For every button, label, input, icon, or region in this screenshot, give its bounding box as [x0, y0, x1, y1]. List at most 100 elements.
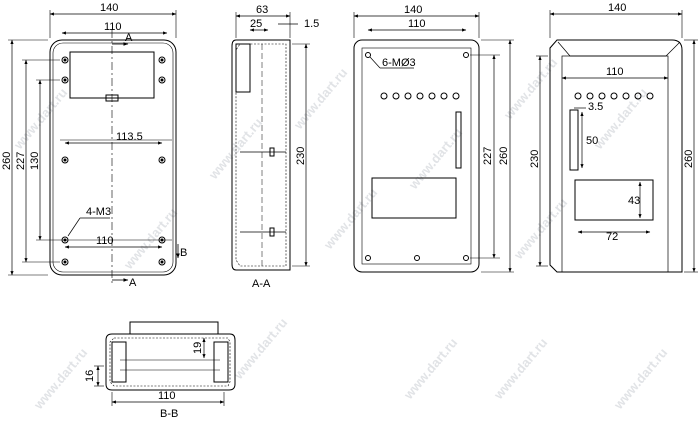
watermark-text: www.dart.ru [400, 335, 460, 403]
dim-label-260: 260 [683, 150, 695, 168]
dim-label-3-5: 3.5 [588, 101, 603, 113]
rear-view [353, 12, 514, 273]
led-icon [622, 92, 630, 100]
dim-label-110: 110 [158, 390, 176, 402]
screw-hole-icon [61, 156, 69, 164]
dim-label-43: 43 [628, 195, 640, 207]
side-outer-profile [231, 39, 291, 271]
dim-label-19: 19 [192, 342, 204, 354]
led-icon [610, 92, 618, 100]
led-icon [380, 92, 388, 100]
screw-hole-icon [61, 258, 69, 266]
led-icon [646, 92, 654, 100]
section-label-a-a: A-A [252, 278, 271, 290]
dim-label-63: 63 [256, 4, 268, 16]
screw-hole-icon [158, 156, 166, 164]
rear-view-labels: 140 110 6-MØ3 227 260 [382, 4, 510, 165]
led-icon [440, 92, 448, 100]
front-view-labels: 140 110 113.5 110 4-M3 A A B 260 227 130 [1, 2, 187, 289]
front-inner-rim [52, 42, 174, 273]
dim-label-50: 50 [586, 135, 598, 147]
screw-hole-icon [61, 236, 69, 244]
right-display-window [574, 179, 654, 221]
watermark-text: www.dart.ru [500, 55, 560, 123]
dim-label-16: 16 [84, 370, 96, 382]
dim-label-227: 227 [482, 147, 494, 165]
watermark-text: www.dart.ru [490, 335, 550, 403]
dim-label-260: 260 [1, 152, 13, 170]
watermark-text: www.dart.ru [120, 205, 180, 273]
led-icon [598, 92, 606, 100]
section-label-b-b: B-B [160, 408, 178, 420]
led-icon [404, 92, 412, 100]
rear-outer-body [353, 39, 480, 273]
bottom-section-view [94, 321, 236, 406]
watermark-text: www.dart.ru [610, 345, 670, 413]
dim-label-110: 110 [606, 66, 624, 78]
screw-hole-icon [61, 76, 69, 84]
dim-label-260: 260 [498, 147, 510, 165]
right-front-panel [561, 55, 669, 273]
led-icon [586, 92, 594, 100]
leader-4-m3 [67, 217, 81, 237]
hole-callout: 6-MØ3 [382, 57, 416, 69]
dim-label-110-bottom: 110 [96, 235, 114, 247]
led-row [574, 92, 654, 100]
led-icon [574, 92, 582, 100]
led-icon [416, 92, 424, 100]
dim-label-227: 227 [15, 152, 27, 170]
dim-label-140: 140 [404, 4, 422, 16]
bottom-section-labels: 110 16 19 B-B [84, 342, 204, 420]
side-view-labels: 63 25 1.5 230 A-A [250, 4, 319, 290]
watermark-text: www.dart.ru [320, 185, 380, 253]
screw-hole-icon [463, 52, 469, 58]
dim-label-25: 25 [250, 18, 262, 30]
leader-6-m3 [369, 56, 381, 69]
side-section-view [231, 12, 310, 271]
screw-hole-icon [365, 52, 371, 58]
bottom-right-rib [213, 341, 229, 383]
dim-label-1-5: 1.5 [304, 18, 319, 30]
led-icon [634, 92, 642, 100]
dim-label-230: 230 [529, 150, 541, 168]
front-outer-body [49, 39, 177, 276]
watermark-text: www.dart.ru [205, 115, 265, 183]
bottom-inner-profile [109, 337, 231, 387]
watermark-text: www.dart.ru [30, 345, 90, 413]
right-slot [569, 109, 579, 171]
right-view [536, 10, 698, 273]
dim-label-140: 140 [608, 2, 626, 14]
led-icon [428, 92, 436, 100]
bottom-outer-profile [105, 333, 236, 391]
led-row [380, 92, 460, 100]
rear-display-window [371, 177, 457, 219]
dim-label-110: 110 [408, 18, 426, 30]
screw-hole-icon [158, 56, 166, 64]
bottom-left-rib [111, 341, 127, 383]
watermark-layer: www.dart.ru www.dart.ru www.dart.ru www.… [10, 55, 670, 413]
front-holes [61, 56, 166, 266]
dim-label-230: 230 [295, 147, 307, 165]
dim-label-140: 140 [100, 2, 118, 14]
bottom-top-step [129, 321, 219, 335]
screw-callout: 4-M3 [86, 206, 111, 218]
watermark-text: www.dart.ru [290, 65, 350, 133]
led-icon [392, 92, 400, 100]
screw-hole-icon [365, 255, 371, 261]
right-outer-body [549, 39, 683, 273]
dim-label-113-5: 113.5 [116, 131, 143, 143]
led-icon [452, 92, 460, 100]
screw-hole-icon [61, 56, 69, 64]
side-inner-profile [235, 43, 287, 267]
front-view [8, 10, 180, 285]
dim-label-72: 72 [606, 231, 618, 243]
screw-hole-icon [158, 258, 166, 266]
screw-hole-icon [414, 255, 420, 261]
right-top-bevel [557, 41, 681, 57]
section-marker-b: B [180, 247, 187, 259]
screw-hole-icon [158, 76, 166, 84]
screw-hole-icon [463, 255, 469, 261]
dim-label-110: 110 [104, 21, 122, 33]
section-marker-a-bottom: A [129, 277, 137, 289]
